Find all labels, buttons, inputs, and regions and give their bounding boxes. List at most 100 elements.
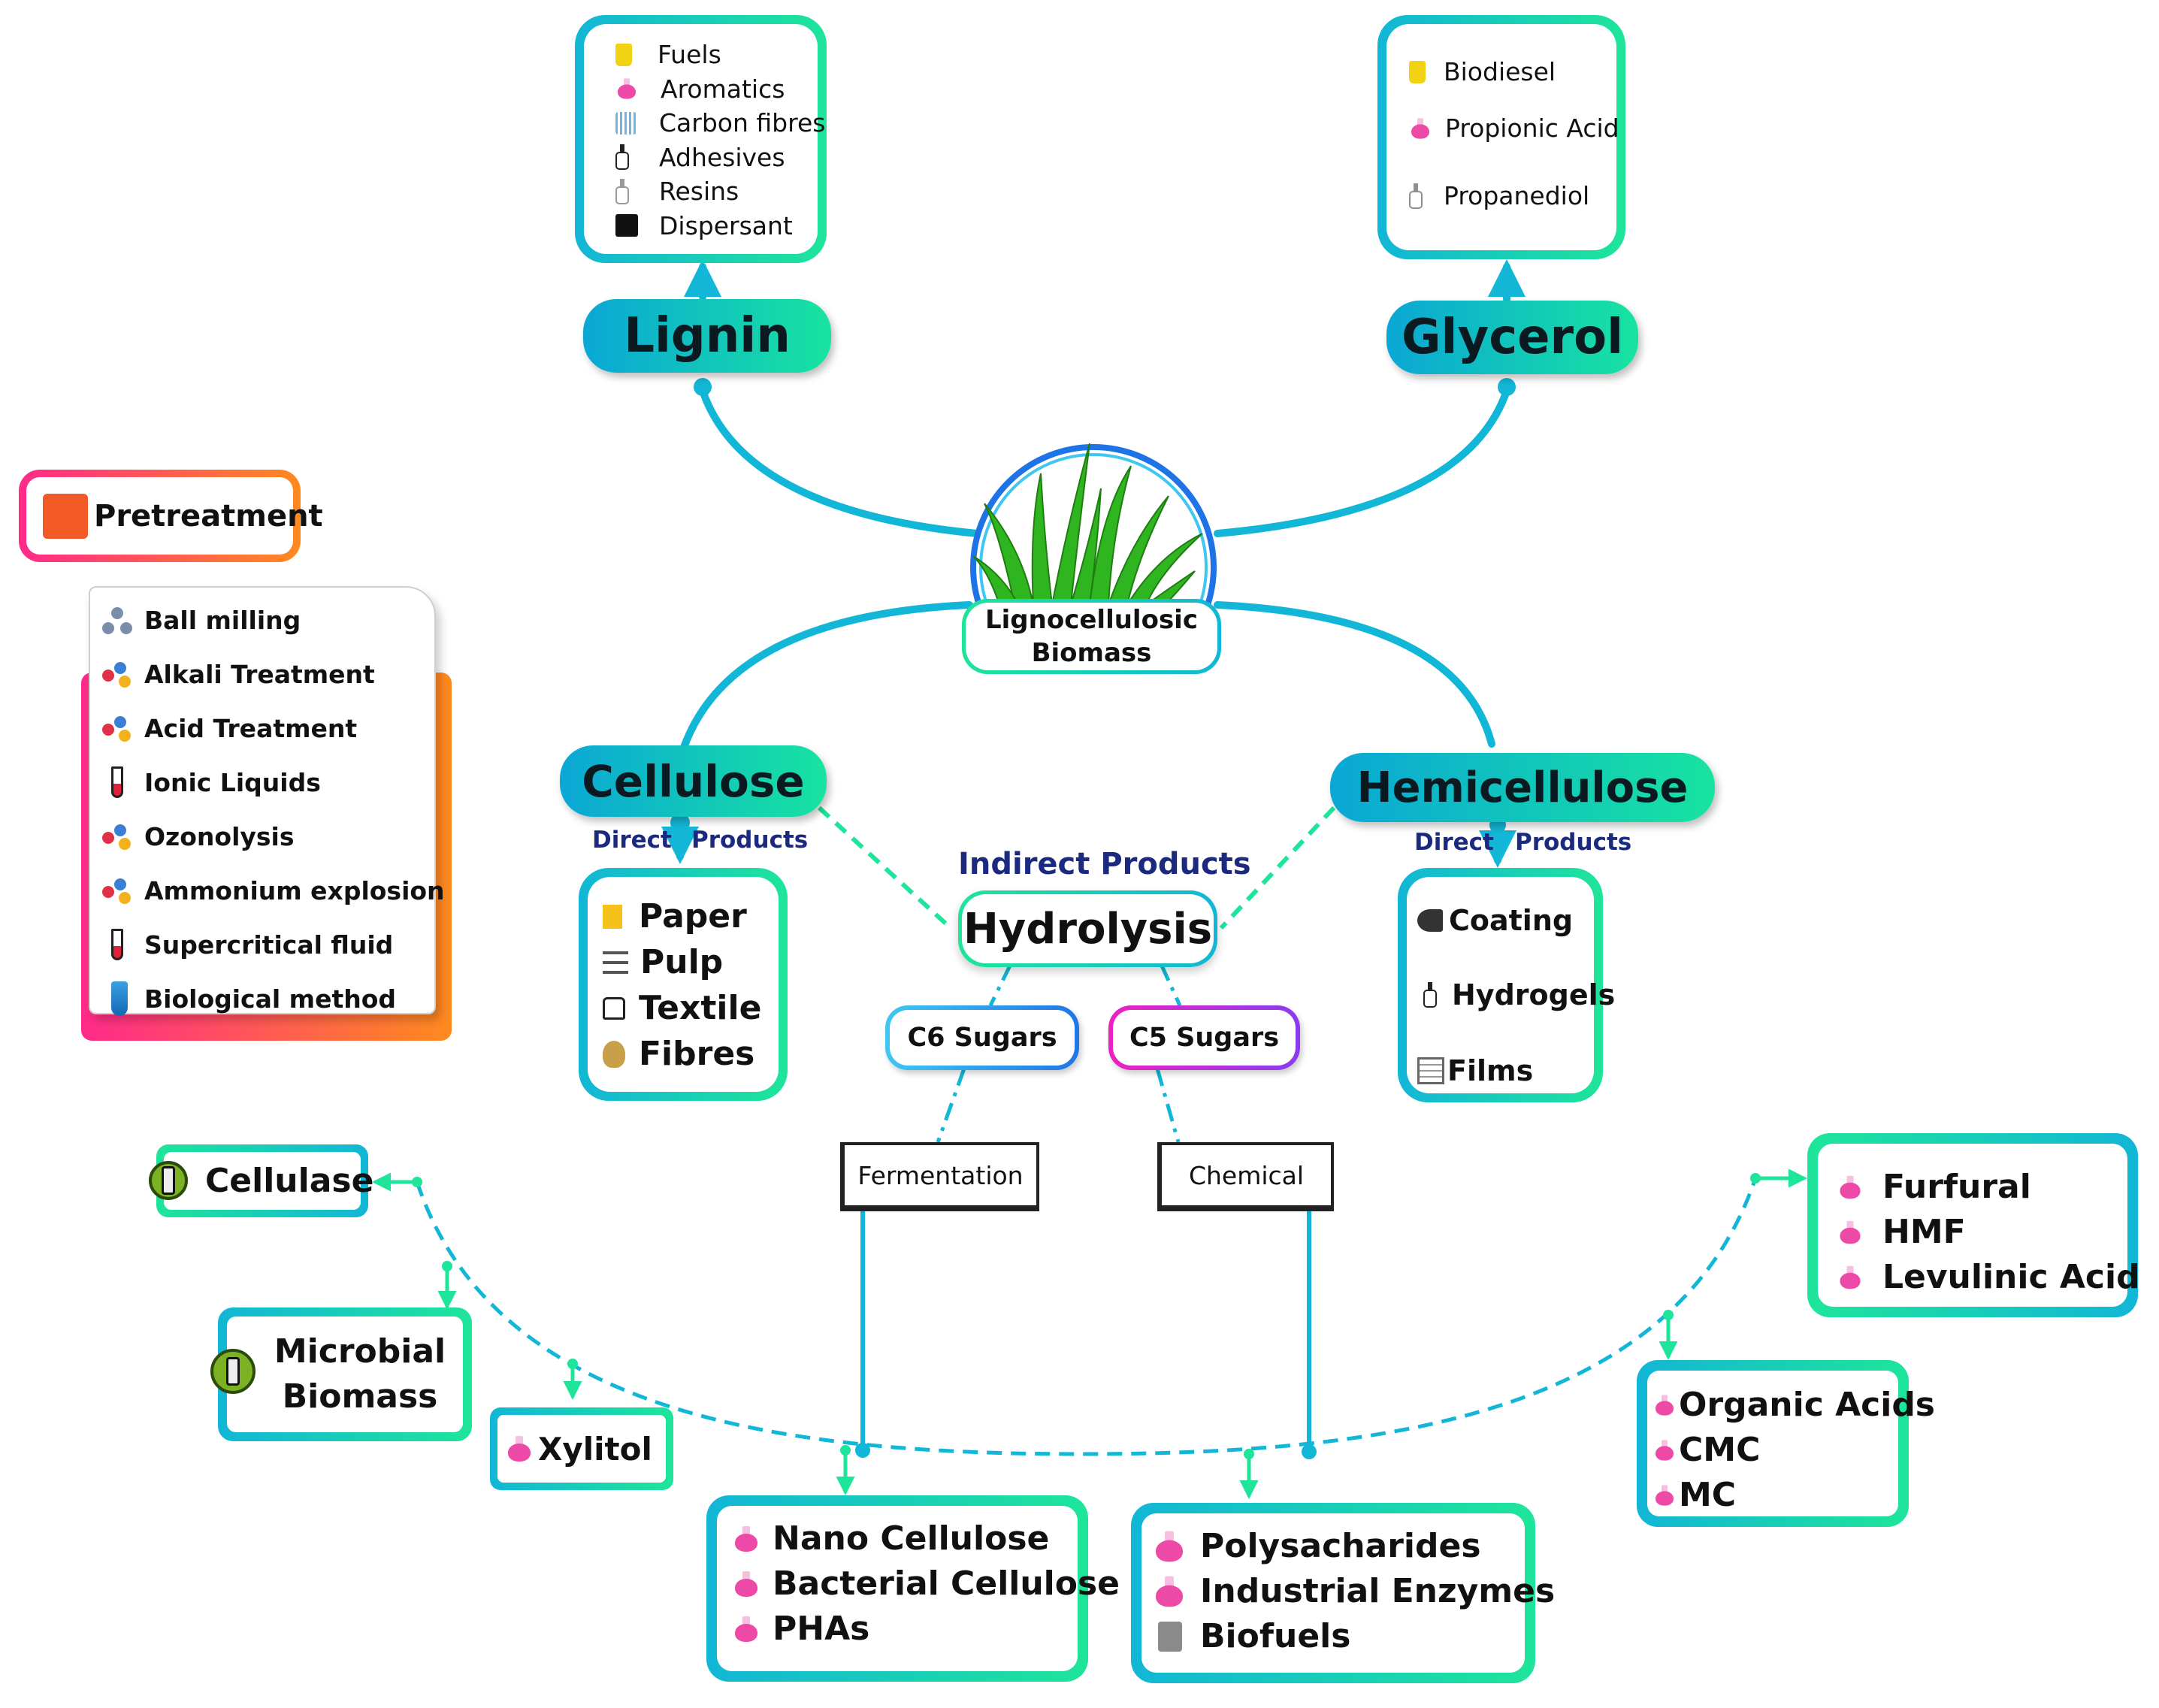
hydrolysis-title: Hydrolysis [963,904,1213,954]
list-item: Fibres [603,1031,779,1077]
ball-mill-icon [101,606,134,636]
biomass-label-box: Lignocellulosic Biomass [962,599,1221,674]
edge-biomass-hemicellulose [1214,601,1495,748]
edge-c6-fermentation [936,1068,966,1143]
resin-bottle-icon [615,178,629,204]
list-item: Dispersant [615,209,818,243]
carbon-fibre-icon [615,111,637,135]
fermentation-products-box: Nano Cellulose Bacterial Cellulose PHAs [706,1495,1120,1682]
flask-icon [1411,118,1429,139]
glycerol-title: Glycerol [1402,310,1623,365]
flask-icon [1840,1175,1861,1199]
list-item: Aromatics [615,72,818,107]
list-item: Biofuels [1158,1614,1525,1659]
molecule-icon [101,875,134,905]
microbial-biomass-line2: Biomass [282,1377,438,1416]
list-item: Hydrogels [1417,957,1615,1033]
pretreatment-header: Pretreatment [19,470,323,562]
c5-sugars-node: C5 Sugars [1108,1005,1300,1070]
molecule-icon [101,659,134,689]
edge-hydrolysis-c6 [988,963,1013,1007]
cellulose-direct-label: Direct [592,827,672,854]
list-item: HMF [1839,1210,2127,1255]
edge-hemicellulose-hydrolysis [1219,806,1336,930]
microbial-biomass-box: Microbial Biomass [218,1307,472,1441]
list-item: Polysacharides [1156,1524,1525,1569]
pretreatment-title: Pretreatment [94,498,323,534]
spray-icon [1417,909,1443,932]
flask-icon [1656,1485,1674,1506]
list-item: Pulp [603,939,779,985]
flask-icon [1656,1395,1674,1416]
product-arc [415,1177,1758,1456]
list-item: Textile [603,985,779,1031]
list-item: Ionic Liquids [101,755,434,809]
bottle-icon [615,144,629,171]
lignin-title: Lignin [624,308,791,364]
cellulose-products-box: Paper Pulp Textile Fibres [579,868,788,1101]
bio-tube-icon [111,981,128,1016]
chemical-title: Chemical [1188,1160,1305,1190]
indirect-products-label: Indirect Products [958,847,1251,881]
list-item: Fuels [615,38,818,72]
list-item: Biological method [101,972,434,1026]
chemical-products-box: Polysacharides Industrial Enzymes Biofue… [1131,1503,1555,1683]
edge-cellulose-hydrolysis [817,806,953,930]
list-item: Levulinic Acid [1839,1255,2140,1300]
microbe-tube-icon [210,1349,256,1394]
c5-sugars-title: C5 Sugars [1129,1023,1280,1053]
list-item: Organic Acids [1653,1383,1935,1428]
xylitol-box: Xylitol [490,1407,673,1490]
list-item: Propionic Acid [1409,95,1619,162]
flask-icon [508,1436,531,1462]
list-item: Supercritical fluid [101,917,434,972]
test-tube-icon [111,929,123,960]
flask-icon [1840,1265,1861,1289]
hydrolysis-node: Hydrolysis [958,890,1217,967]
list-item: Ammonium explosion [101,863,445,917]
biomass-title-line1: Lignocellulosic [984,605,1198,635]
pretreatment-panel: Ball milling Alkali Treatment Acid Treat… [89,586,445,1016]
lignin-node: Lignin [583,299,831,373]
bottle-icon [1423,982,1437,1008]
molecule-icon [101,713,134,743]
list-item: Adhesives [615,141,818,175]
shirt-icon [603,996,625,1020]
list-item: Ozonolysis [101,809,434,863]
glycerol-products-box: Biodiesel Propionic Acid Propanediol [1377,15,1625,259]
cellulase-box: Cellulase [156,1144,373,1217]
cellulose-node: Cellulose [560,745,827,817]
list-item: Coating [1417,884,1594,957]
cellulose-title: Cellulose [582,755,805,807]
list-item: CMC [1653,1428,1898,1473]
flask-icon [1156,1576,1183,1607]
hemicellulose-node: Hemicellulose [1330,753,1715,822]
paper-icon [603,904,622,929]
flask-icon [618,78,636,99]
flask-icon [735,1526,757,1552]
hemicellulose-products-label: Products [1515,829,1632,856]
hemicellulose-products-box: Coating Hydrogels Films [1398,868,1615,1102]
film-icon [1417,1057,1444,1084]
edge-biomass-glycerol [1214,387,1510,537]
edge-biomass-lignin [699,387,981,537]
hemicellulose-title: Hemicellulose [1356,763,1689,812]
bottle-icon [1409,183,1423,209]
layers-icon [603,951,628,974]
list-item: Ball milling [101,594,434,647]
furans-box: Furfural HMF Levulinic Acid [1807,1133,2140,1317]
cellulase-title: Cellulase [205,1162,374,1200]
list-item: Carbon fibres [615,106,825,141]
list-item: Films [1417,1033,1594,1108]
fuel-pump-icon [1158,1622,1182,1652]
xylitol-title: Xylitol [538,1430,652,1468]
fermentation-title: Fermentation [857,1160,1024,1190]
list-item: MC [1653,1473,1898,1518]
flask-icon [735,1616,757,1642]
edge-hydrolysis-c5 [1159,963,1182,1007]
fuel-can-icon [615,43,632,66]
list-item: Nano Cellulose [735,1516,1078,1561]
microbial-biomass-line1: Microbial [274,1332,446,1371]
list-item: Resins [615,174,818,209]
